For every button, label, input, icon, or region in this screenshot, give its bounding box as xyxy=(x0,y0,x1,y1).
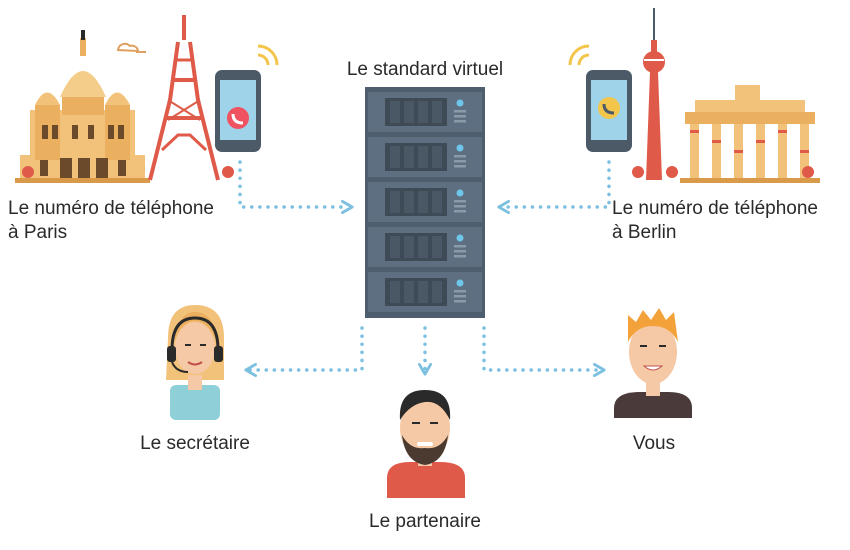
headset-icon xyxy=(167,316,223,373)
server-unit xyxy=(368,92,482,132)
arrow-server-to-secretary xyxy=(244,326,364,377)
server-unit xyxy=(368,182,482,222)
connection-arrows xyxy=(238,160,611,377)
berlin-number-label: Le numéro de téléphone à Berlin xyxy=(612,198,818,243)
smartphone-icon xyxy=(215,44,279,152)
arrow-berlin-to-server xyxy=(497,160,611,214)
paris-number-label: Le numéro de téléphone à Paris xyxy=(8,198,214,243)
eiffel-tower-icon xyxy=(148,15,220,181)
partner-avatar xyxy=(387,390,465,498)
arrow-paris-to-server xyxy=(238,160,354,214)
berlin-tv-tower-icon xyxy=(643,8,665,180)
partner-label: Le partenaire xyxy=(369,511,481,532)
server-rack-icon xyxy=(365,87,485,318)
you-avatar xyxy=(614,308,692,418)
arrow-server-to-you xyxy=(482,326,606,377)
cloud-icon xyxy=(116,42,146,53)
secretary-label: Le secrétaire xyxy=(140,433,250,454)
server-unit xyxy=(368,137,482,177)
sacre-coeur-icon xyxy=(15,30,150,183)
server-label: Le standard virtuel xyxy=(346,59,504,80)
server-unit xyxy=(368,227,482,267)
server-unit xyxy=(368,272,482,312)
secretary-avatar xyxy=(166,305,224,420)
smartphone-icon xyxy=(568,44,632,152)
brandenburg-gate-icon xyxy=(666,85,820,183)
you-label: Vous xyxy=(632,433,676,454)
